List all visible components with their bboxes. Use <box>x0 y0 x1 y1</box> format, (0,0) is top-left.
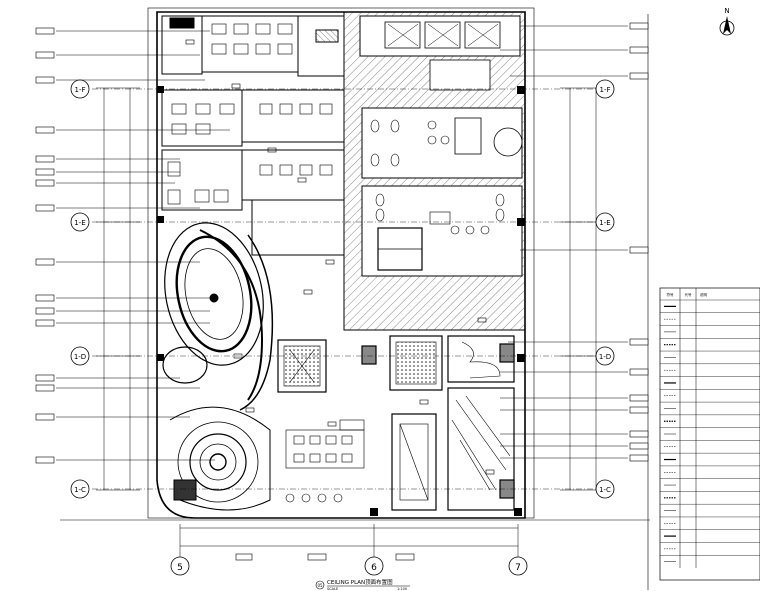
drawing-title-block: 05 CEILING PLAN顶面布置图 SCALE 1:100 <box>315 578 410 591</box>
grid-bubble-left-label: 1-E <box>74 219 85 227</box>
legend-table: 符号 代号 说明 <box>659 287 760 581</box>
grid-bubble-left-label: 1-C <box>74 486 86 494</box>
right-tag-boxes <box>629 22 649 462</box>
grid-bubbles-bottom: 5 6 7 <box>170 556 528 576</box>
grid-bubble-right-label: 1-E <box>599 219 610 227</box>
bottom-tag-boxes <box>235 553 415 561</box>
elliptical-ceiling-feature <box>164 222 274 411</box>
building-outline <box>156 11 526 519</box>
drawing-scale-value: 1:100 <box>397 587 407 591</box>
grid-axis-lines <box>92 88 604 490</box>
right-annotation-leaders <box>500 25 628 459</box>
north-arrow: N <box>719 7 735 36</box>
restroom-fixtures <box>370 119 505 235</box>
grid-bubbles-right: 1-F 1-E 1-D 1-C <box>595 79 615 499</box>
grid-bubble-bottom-label: 6 <box>371 563 377 573</box>
office-rooms <box>161 15 345 256</box>
workstation-desks <box>167 23 333 205</box>
left-tag-boxes <box>35 27 55 464</box>
drawing-number: 05 <box>317 583 323 588</box>
lower-right-rooms <box>361 335 515 511</box>
circular-reception-ceiling <box>169 406 271 511</box>
drawing-scale-label: SCALE <box>327 587 338 591</box>
grid-bubble-bottom-label: 7 <box>515 563 521 573</box>
oval-room <box>162 346 208 384</box>
grid-bubble-right-label: 1-C <box>599 486 611 494</box>
hatched-core-area <box>343 11 526 331</box>
central-square-ceiling <box>277 339 327 393</box>
grid-bubbles-left: 1-F 1-E 1-D 1-C <box>70 79 90 499</box>
legend-header-desc: 说明 <box>700 292 708 297</box>
legend-rows <box>660 299 760 562</box>
grid-bubble-right-label: 1-D <box>599 353 611 361</box>
legend-header-code: 代号 <box>685 292 693 297</box>
drawing-title: CEILING PLAN顶面布置图 <box>327 578 393 586</box>
legend-header-symbol: 符号 <box>667 292 675 297</box>
north-arrow-label: N <box>724 7 729 15</box>
left-annotation-leaders <box>56 30 230 461</box>
grid-bubble-right-label: 1-F <box>599 86 610 94</box>
meeting-area <box>285 419 365 503</box>
grid-bubble-left-label: 1-F <box>74 86 85 94</box>
grid-bubble-bottom-label: 5 <box>177 563 183 573</box>
level-markers <box>185 39 495 475</box>
grid-bubble-left-label: 1-D <box>74 353 86 361</box>
